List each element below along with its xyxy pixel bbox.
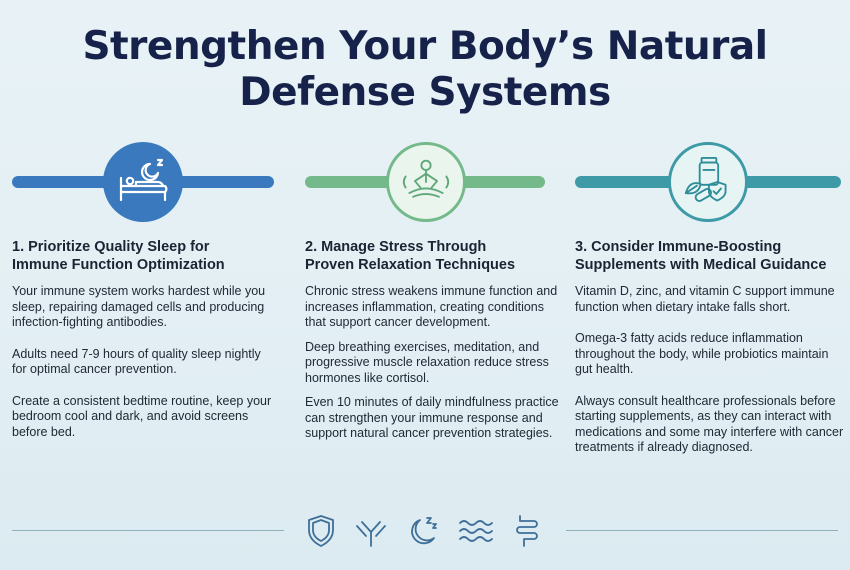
- stress-heading-line-2: Proven Relaxation Techniques: [305, 257, 516, 273]
- supplements-body: Vitamin D, zinc, and vitamin C support i…: [575, 284, 845, 472]
- supplements-paragraph-2: Omega-3 fatty acids reduce inflammation …: [575, 331, 829, 376]
- footer-divider-right: [566, 530, 838, 531]
- shield-icon: [302, 512, 340, 550]
- supplements-heading-line-1: 3. Consider Immune-Boosting: [575, 239, 782, 255]
- stress-paragraph-2: Deep breathing exercises, meditation, an…: [305, 339, 549, 385]
- sleep-heading: 1. Prioritize Quality Sleep for Immune F…: [12, 238, 274, 274]
- sleep-paragraph-1: Your immune system works hardest while y…: [12, 284, 266, 329]
- stress-heading-line-1: 2. Manage Stress Through: [305, 239, 487, 255]
- stress-body: Chronic stress weakens immune function a…: [305, 284, 567, 451]
- supplements-heading-line-2: Supplements with Medical Guidance: [575, 257, 827, 273]
- moon-sleep-icon: [404, 512, 442, 550]
- footer-divider-left: [12, 530, 284, 531]
- intestine-icon: [508, 512, 546, 550]
- sleep-paragraph-2: Adults need 7-9 hours of quality sleep n…: [12, 346, 261, 377]
- sleeping-bed-icon: [103, 142, 183, 222]
- antibody-icon: [352, 512, 390, 550]
- footer-icon-row: [302, 510, 552, 552]
- sleep-paragraph-3: Create a consistent bedtime routine, kee…: [12, 393, 272, 439]
- sleep-body: Your immune system works hardest while y…: [12, 284, 274, 456]
- page-title-line-1: Strengthen Your Body’s Natural: [82, 24, 768, 69]
- stress-paragraph-3: Even 10 minutes of daily mindfulness pra…: [305, 395, 559, 440]
- meditation-icon: [386, 142, 466, 222]
- stress-heading: 2. Manage Stress Through Proven Relaxati…: [305, 238, 567, 274]
- sleep-heading-line-2: Immune Function Optimization: [12, 257, 225, 273]
- supplements-icon: [668, 142, 748, 222]
- page-title: Strengthen Your Body’s Natural Defense S…: [0, 24, 850, 116]
- stress-paragraph-1: Chronic stress weakens immune function a…: [305, 284, 558, 329]
- sleep-heading-line-1: 1. Prioritize Quality Sleep for: [12, 239, 210, 255]
- supplements-heading: 3. Consider Immune-Boosting Supplements …: [575, 238, 845, 274]
- supplements-paragraph-3: Always consult healthcare professionals …: [575, 393, 844, 455]
- waves-icon: [456, 512, 494, 550]
- supplements-paragraph-1: Vitamin D, zinc, and vitamin C support i…: [575, 284, 835, 314]
- page-title-line-2: Defense Systems: [239, 70, 611, 115]
